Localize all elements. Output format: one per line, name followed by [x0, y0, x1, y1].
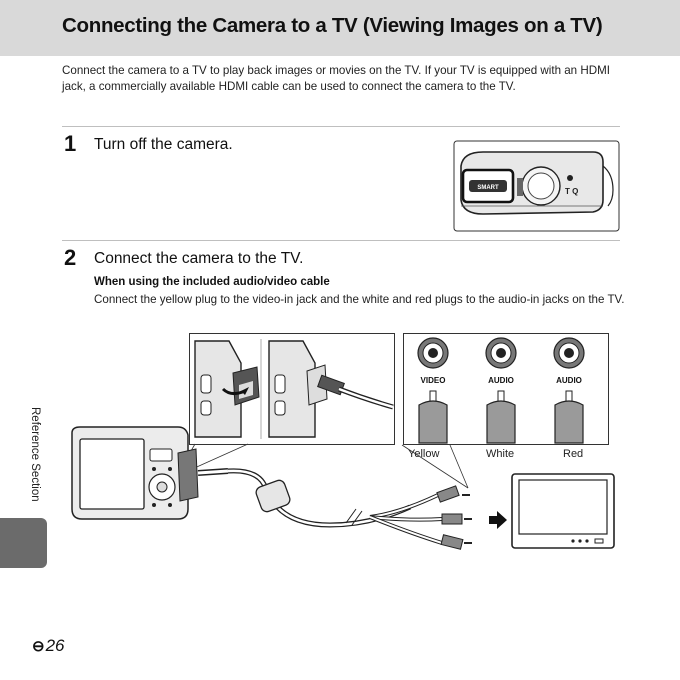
camera-cable-illustration — [71, 426, 483, 550]
jack-label: AUDIO — [488, 376, 514, 385]
page-number: ⊖26 — [32, 636, 65, 656]
connector-closeup-illustration — [189, 333, 395, 445]
jack-label: VIDEO — [421, 376, 446, 385]
camera-top-illustration: SMART T Q — [453, 140, 620, 232]
jack-label: AUDIO — [556, 376, 582, 385]
smart-button-label: SMART — [477, 185, 499, 191]
reference-symbol-icon: ⊖ — [32, 638, 45, 655]
page-number-value: 26 — [45, 636, 65, 655]
divider — [62, 126, 620, 127]
intro-paragraph: Connect the camera to a TV to play back … — [62, 64, 610, 93]
jack-3: AUDIO — [553, 337, 585, 444]
side-label-text: Reference Section — [29, 407, 41, 502]
side-label: Reference Section — [27, 407, 41, 517]
page-title: Connecting the Camera to a TV (Viewing I… — [62, 14, 603, 37]
arrow-right-icon — [489, 511, 507, 529]
step-2-number: 2 — [64, 245, 77, 270]
step-1-number: 1 — [64, 131, 77, 156]
jack-2: AUDIO — [485, 337, 517, 444]
divider — [62, 240, 620, 241]
white-plug-label: White — [486, 448, 515, 460]
step-1-text: Turn off the camera. — [94, 136, 233, 153]
yellow-plug-label: Yellow — [408, 448, 440, 460]
callout-lines — [179, 443, 469, 489]
step-2-subhead: When using the included audio/video cabl… — [94, 276, 330, 288]
red-plug-label: Red — [563, 448, 584, 460]
step-2-text: Connect the camera to the TV. — [94, 250, 304, 267]
tv-icon — [511, 473, 615, 549]
svg-text:T Q: T Q — [565, 187, 578, 196]
jack-1: VIDEO — [417, 337, 449, 444]
tv-jack-panel-illustration: VIDEO AUDIO AUDIO — [403, 333, 609, 445]
section-tab — [0, 518, 47, 568]
step-2-text-body: Connect the yellow plug to the video-in … — [94, 293, 625, 306]
title-bar: Connecting the Camera to a TV (Viewing I… — [0, 0, 680, 56]
